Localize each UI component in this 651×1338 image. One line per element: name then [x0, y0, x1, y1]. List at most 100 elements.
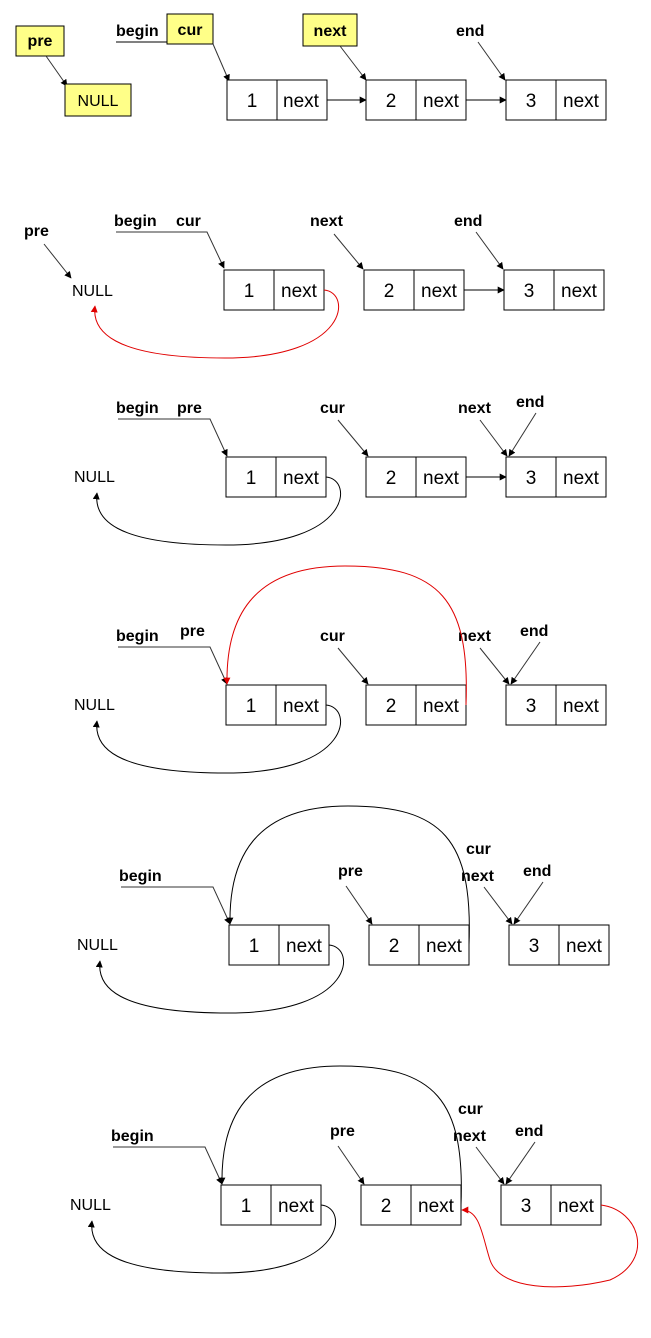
node-3: 3 next — [505, 79, 607, 121]
pre-label: pre — [180, 623, 205, 640]
null-text: NULL — [78, 93, 119, 110]
svg-text:1: 1 — [241, 1196, 252, 1217]
node-2: 2 next — [368, 924, 470, 966]
reversed-link — [223, 565, 467, 706]
svg-text:next: next — [423, 91, 460, 112]
svg-text:2: 2 — [386, 468, 397, 489]
svg-text:next: next — [566, 936, 603, 957]
cur-label: cur — [176, 213, 201, 230]
pre-label: pre — [24, 223, 49, 240]
node-2: 2 next — [365, 456, 467, 498]
node-1: 1 next — [220, 1184, 322, 1226]
begin-label: begin — [119, 868, 162, 885]
pre-label: pre — [338, 863, 363, 880]
svg-text:next: next — [563, 91, 600, 112]
next-label: next — [314, 23, 348, 40]
svg-text:1: 1 — [244, 281, 255, 302]
next-label: next — [458, 400, 492, 417]
step-5: NULL begin pre cur next end 1 next 2 nex… — [77, 805, 610, 1014]
svg-text:2: 2 — [386, 696, 397, 717]
cur-label-box — [166, 13, 214, 45]
svg-text:next: next — [283, 468, 320, 489]
null-text: NULL — [77, 937, 118, 954]
svg-text:next: next — [426, 936, 463, 957]
svg-text:1: 1 — [249, 936, 260, 957]
cur-label: cur — [178, 22, 203, 39]
next-label: next — [458, 628, 492, 645]
end-label: end — [456, 23, 484, 40]
node-1: 1 next — [225, 684, 327, 726]
begin-label: begin — [116, 23, 159, 40]
step-4: NULL begin pre cur next end 1 next 2 nex… — [74, 565, 607, 774]
cur-label: cur — [466, 841, 491, 858]
null-text: NULL — [72, 283, 113, 300]
pre-label: pre — [330, 1123, 355, 1140]
reversed-link — [461, 1204, 639, 1288]
next-label: next — [310, 213, 344, 230]
null-box — [64, 83, 132, 117]
svg-text:next: next — [423, 696, 460, 717]
node-1: 1 next — [228, 924, 330, 966]
node-3: 3 next — [500, 1184, 602, 1226]
node-1: 1 next — [225, 456, 327, 498]
cur-label: cur — [320, 400, 345, 417]
svg-text:1: 1 — [246, 468, 257, 489]
end-label: end — [516, 394, 544, 411]
pre-label-box — [15, 25, 65, 57]
cur-label: cur — [320, 628, 345, 645]
node-1: 1 next — [223, 269, 325, 311]
svg-text:next: next — [563, 696, 600, 717]
svg-text:next: next — [563, 468, 600, 489]
cur-label: cur — [458, 1101, 483, 1118]
svg-text:next: next — [421, 281, 458, 302]
null-text: NULL — [70, 1197, 111, 1214]
null-text: NULL — [74, 697, 115, 714]
next-label: next — [453, 1128, 487, 1145]
svg-text:next: next — [281, 281, 318, 302]
svg-text:2: 2 — [389, 936, 400, 957]
node-3: 3 next — [505, 684, 607, 726]
reversed-link — [90, 289, 340, 359]
svg-text:2: 2 — [384, 281, 395, 302]
svg-text:next: next — [418, 1196, 455, 1217]
svg-text:next: next — [561, 281, 598, 302]
node-2: 2 next — [363, 269, 465, 311]
svg-text:3: 3 — [521, 1196, 532, 1217]
step-6: NULL begin pre cur next end 1 next 2 nex… — [70, 1065, 639, 1288]
begin-label: begin — [114, 213, 157, 230]
svg-text:3: 3 — [526, 91, 537, 112]
svg-text:next: next — [286, 936, 323, 957]
svg-text:3: 3 — [524, 281, 535, 302]
pre-label: pre — [177, 400, 202, 417]
step-1: pre NULL begin cur next end 1 next 2 nex… — [15, 13, 607, 121]
svg-text:next: next — [558, 1196, 595, 1217]
node-3: 3 next — [503, 269, 605, 311]
svg-text:next: next — [283, 696, 320, 717]
svg-text:2: 2 — [381, 1196, 392, 1217]
end-label: end — [520, 623, 548, 640]
begin-label: begin — [111, 1128, 154, 1145]
svg-text:3: 3 — [526, 468, 537, 489]
begin-label: begin — [116, 400, 159, 417]
node-2: 2 next — [360, 1184, 462, 1226]
end-label: end — [523, 863, 551, 880]
node-1: 1 next — [226, 79, 328, 121]
null-text: NULL — [74, 469, 115, 486]
next-label: next — [461, 868, 495, 885]
svg-text:next: next — [423, 468, 460, 489]
end-label: end — [454, 213, 482, 230]
step-3: NULL begin pre cur next end 1 next 2 nex… — [74, 394, 607, 546]
svg-text:2: 2 — [386, 91, 397, 112]
node-2: 2 next — [365, 684, 467, 726]
pre-label: pre — [28, 33, 53, 50]
svg-text:next: next — [283, 91, 320, 112]
svg-text:next: next — [278, 1196, 315, 1217]
svg-text:1: 1 — [246, 696, 257, 717]
end-label: end — [515, 1123, 543, 1140]
svg-text:3: 3 — [526, 696, 537, 717]
step-2: pre NULL begin cur next end 1 next 2 nex… — [24, 213, 605, 359]
begin-label: begin — [116, 628, 159, 645]
svg-text:3: 3 — [529, 936, 540, 957]
next-label-box — [302, 13, 358, 47]
